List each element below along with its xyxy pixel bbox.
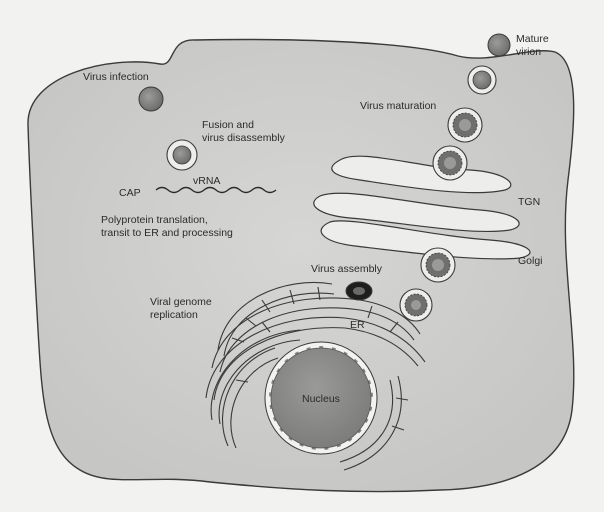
mature-virion: [488, 34, 510, 56]
maturing-virion-4: [400, 289, 432, 321]
budding-virion: [468, 66, 496, 94]
maturing-virion-3: [421, 248, 455, 282]
label-replication-line2: replication: [150, 309, 198, 321]
label-polyprotein-line2: transit to ER and processing: [101, 227, 233, 239]
label-cap: CAP: [119, 187, 141, 199]
fusion-vesicle: [167, 140, 197, 170]
label-virus-maturation: Virus maturation: [360, 100, 436, 112]
label-fusion-line1: Fusion and: [202, 119, 254, 131]
maturing-virion-1: [448, 108, 482, 142]
incoming-virion: [139, 87, 163, 111]
label-polyprotein-line1: Polyprotein translation,: [101, 214, 208, 226]
label-mature-line2: virion: [516, 46, 541, 58]
label-tgn: TGN: [518, 196, 540, 208]
assembly-site: [346, 282, 372, 300]
label-replication-line1: Viral genome: [150, 296, 212, 308]
label-virus-infection: Virus infection: [83, 71, 149, 83]
label-fusion-line2: virus disassembly: [202, 132, 286, 144]
label-golgi: Golgi: [518, 255, 543, 267]
label-vrna: vRNA: [193, 175, 220, 187]
label-nucleus: Nucleus: [302, 393, 340, 405]
maturing-virion-2: [433, 146, 467, 180]
label-mature-line1: Mature: [516, 33, 549, 45]
label-er: ER: [350, 319, 365, 331]
label-virus-assembly: Virus assembly: [311, 263, 383, 275]
